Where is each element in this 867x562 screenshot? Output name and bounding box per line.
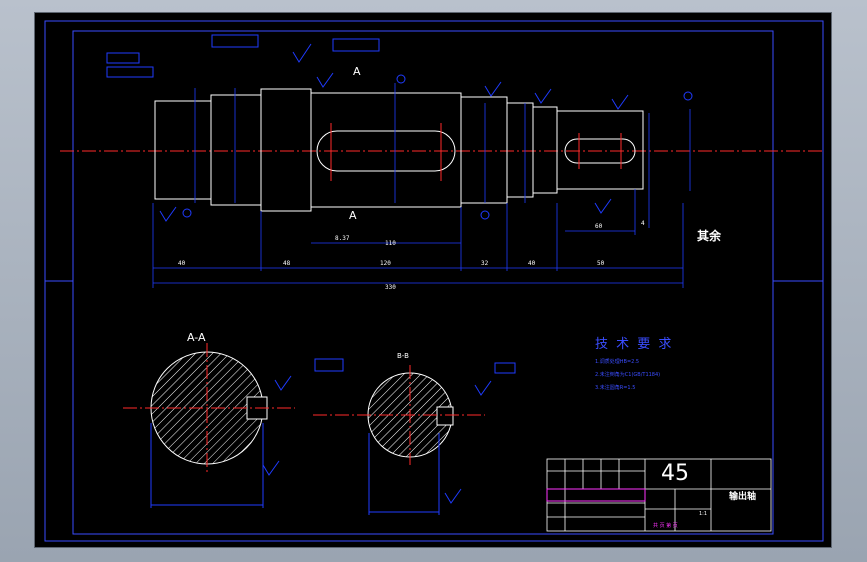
title-block-pink-row [546, 488, 646, 502]
tech-note-1: 1.调质处理HB=2.5 [595, 359, 640, 365]
title-block-material: 45 [661, 461, 689, 486]
keyway-large [316, 130, 456, 172]
title-block-part-name: 输出轴 [729, 492, 757, 502]
title-block-sheet: 共 页 第 页 [653, 523, 678, 529]
svg-text:40: 40 [178, 260, 186, 267]
drawing-canvas[interactable]: 40 48 120 32 40 50 330 8.37 110 60 4 [34, 12, 832, 548]
section-bb-view [313, 365, 485, 515]
dimension-text: 40 48 120 32 40 50 330 8.37 110 60 4 [178, 220, 645, 291]
title-block [546, 458, 772, 532]
shaft-drawing: 40 48 120 32 40 50 330 8.37 110 60 4 [44, 20, 825, 542]
tolerance-frames [106, 34, 516, 374]
keyway-small [564, 138, 636, 164]
svg-text:120: 120 [380, 260, 391, 267]
section-label-aa: A-A [187, 331, 206, 344]
tech-note-2: 2.未注倒角为C1(GB/T1184) [595, 372, 661, 378]
svg-text:8.37: 8.37 [335, 235, 350, 242]
title-block-scale: 1:1 [699, 511, 708, 517]
svg-text:110: 110 [385, 240, 396, 247]
dimension-lines [152, 83, 691, 288]
section-lines [330, 123, 622, 181]
technical-requirements: 技 术 要 求 1.调质处理HB=2.5 2.未注倒角为C1(GB/T1184)… [595, 333, 673, 391]
inner-frame [72, 30, 774, 535]
datum-markers [182, 74, 693, 220]
tech-title: 技 术 要 求 [595, 337, 674, 352]
svg-text:48: 48 [283, 260, 291, 267]
outer-frame [44, 20, 824, 542]
view-letter-bottom: A [349, 209, 357, 222]
svg-text:40: 40 [528, 260, 536, 267]
tech-note-3: 3.未注圆角R=1.5 [595, 385, 636, 391]
svg-text:330: 330 [385, 284, 396, 291]
svg-text:32: 32 [481, 260, 489, 267]
shaft-outline [154, 88, 644, 212]
rest-roughness-note: 其余 [697, 229, 722, 243]
section-aa-view [123, 343, 295, 508]
svg-text:4: 4 [641, 220, 645, 227]
section-label-bb: B-B [397, 352, 409, 360]
svg-text:50: 50 [597, 260, 605, 267]
svg-text:60: 60 [595, 223, 603, 230]
roughness-symbols [159, 43, 629, 504]
view-letter-top: A [353, 65, 361, 78]
